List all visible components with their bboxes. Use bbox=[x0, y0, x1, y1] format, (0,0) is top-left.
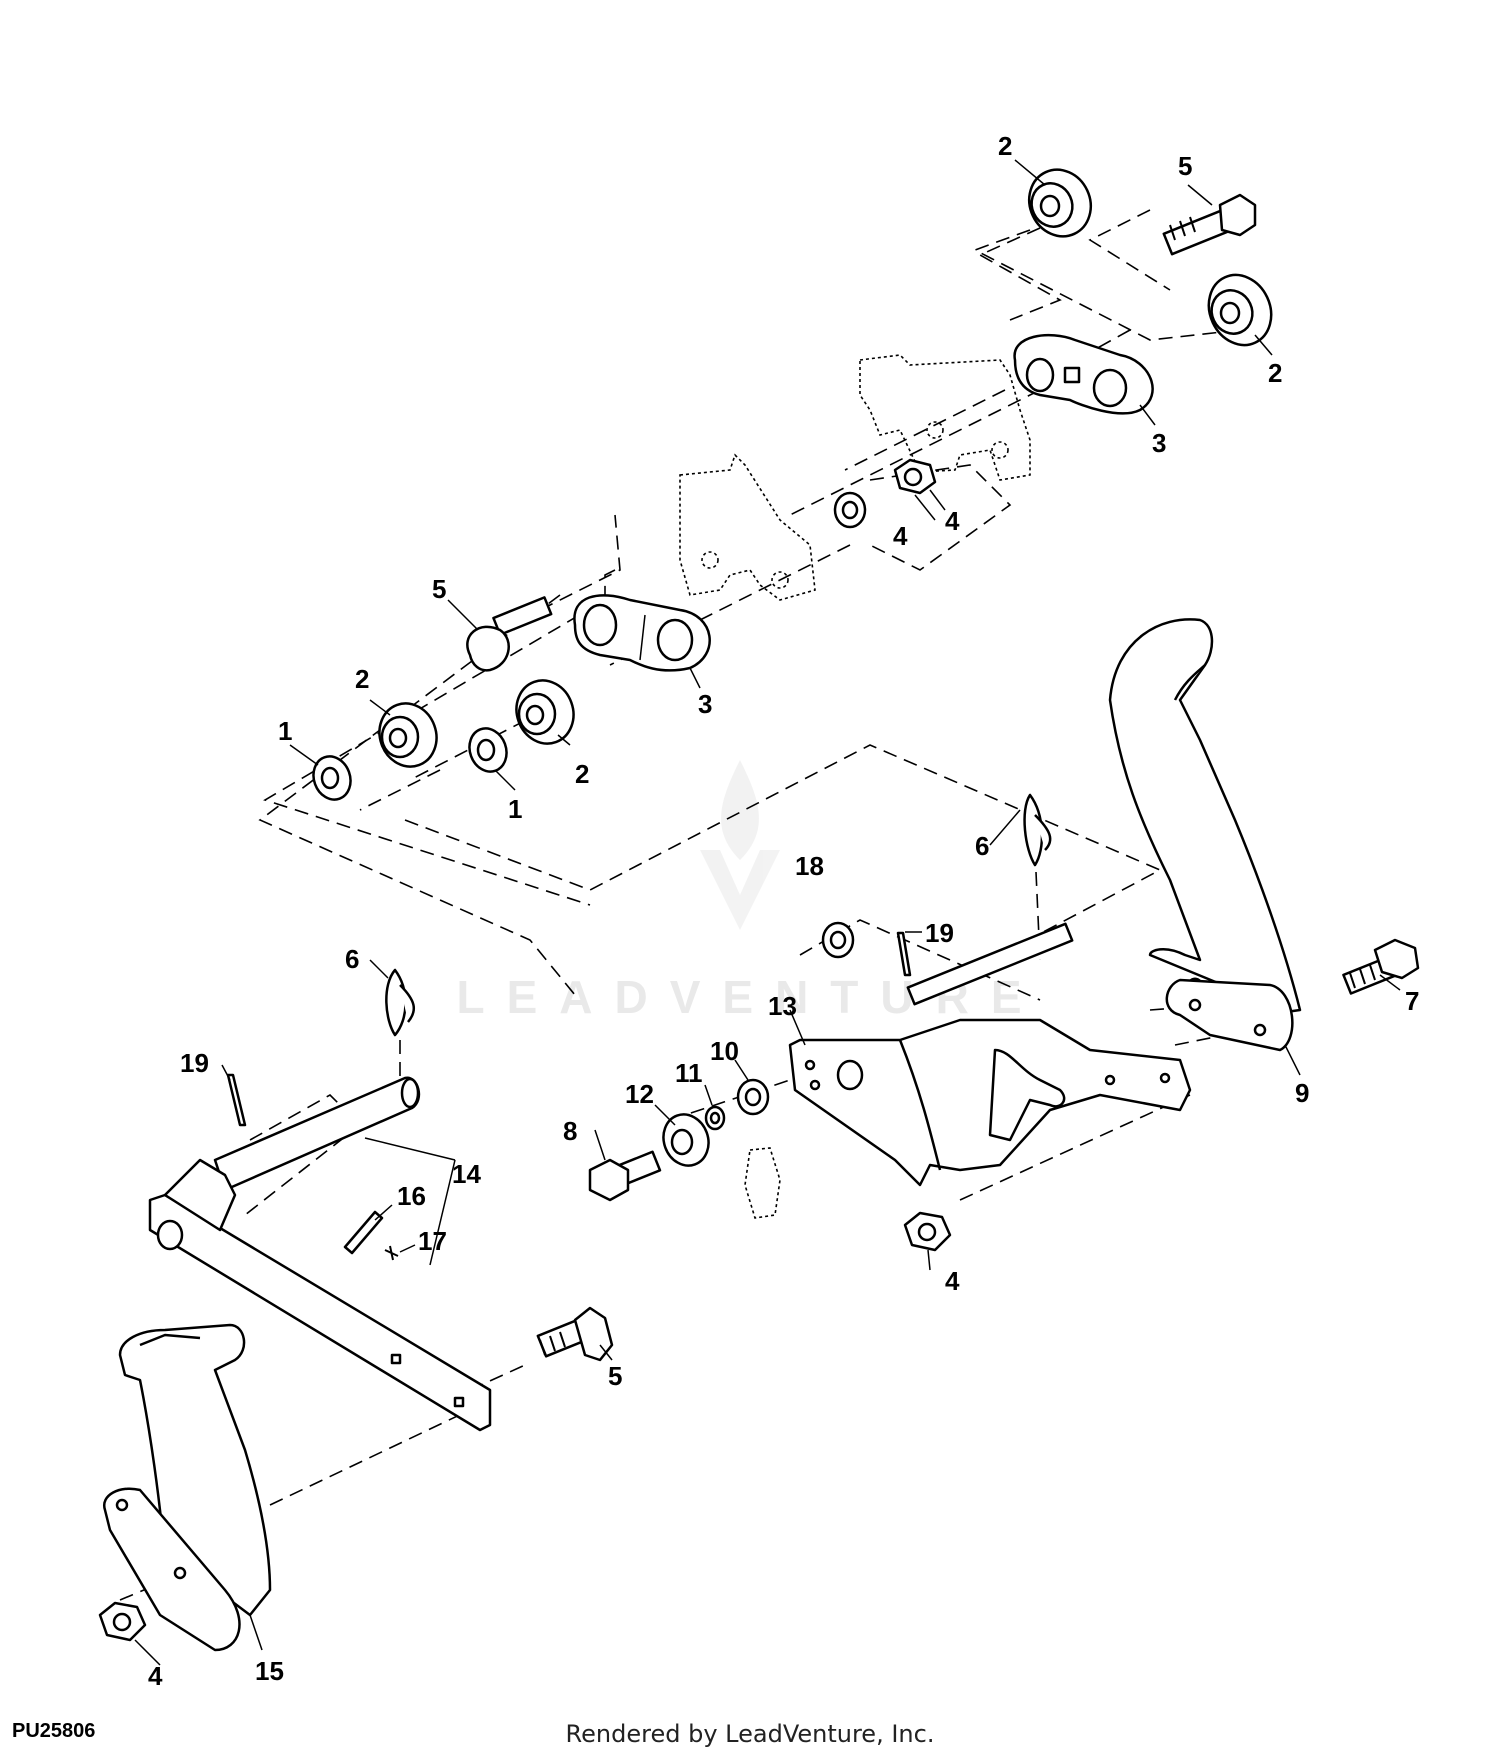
washer-1-a bbox=[312, 755, 352, 801]
callout-13: 13 bbox=[768, 991, 797, 1021]
frame-ghost-lower bbox=[679, 453, 816, 601]
callout-4-middle: 4 bbox=[945, 1266, 960, 1296]
callout-16: 16 bbox=[397, 1181, 426, 1211]
callout-5-top: 5 bbox=[1178, 151, 1192, 181]
callout-1-b: 1 bbox=[508, 794, 522, 824]
pedal-ghost bbox=[744, 1147, 781, 1219]
callout-10: 10 bbox=[710, 1036, 739, 1066]
callout-1-a: 1 bbox=[278, 716, 292, 746]
figure-id: PU25806 bbox=[12, 1720, 96, 1742]
bolt-5-middle bbox=[466, 596, 553, 672]
callout-19-left: 19 bbox=[180, 1048, 209, 1078]
callout-6-left: 6 bbox=[345, 944, 359, 974]
callout-12: 12 bbox=[625, 1079, 654, 1109]
bearing-2-top bbox=[1027, 168, 1093, 238]
callout-17: 17 bbox=[418, 1226, 447, 1256]
callout-5-middle: 5 bbox=[432, 574, 446, 604]
callout-19-right: 19 bbox=[925, 918, 954, 948]
pin-6-left bbox=[385, 968, 416, 1037]
spring-16 bbox=[343, 1210, 384, 1255]
cotter-pin-19-right bbox=[896, 931, 912, 977]
crossbar bbox=[148, 1158, 492, 1432]
nut-4-upper-b bbox=[833, 491, 867, 529]
callout-2-middle-a: 2 bbox=[355, 664, 369, 694]
washer-11 bbox=[704, 1105, 726, 1131]
callout-9: 9 bbox=[1295, 1078, 1309, 1108]
callout-4-upper-b: 4 bbox=[893, 521, 908, 551]
callout-2-top: 2 bbox=[998, 131, 1012, 161]
callout-5-lower: 5 bbox=[608, 1361, 622, 1391]
bolt-7 bbox=[1342, 938, 1420, 995]
frame-ghost-upper bbox=[859, 354, 1031, 481]
rendered-by-credit: Rendered by LeadVenture, Inc. bbox=[565, 1720, 935, 1748]
rod-right bbox=[906, 922, 1074, 1006]
callout-2-middle-b: 2 bbox=[575, 759, 589, 789]
bracket-13 bbox=[788, 1018, 1192, 1187]
callout-4-bottom: 4 bbox=[148, 1661, 163, 1691]
callout-4-upper-a: 4 bbox=[945, 506, 960, 536]
leadventure-logo bbox=[700, 760, 780, 930]
bearing-2-middle-a bbox=[378, 702, 438, 768]
callout-14: 14 bbox=[452, 1159, 481, 1189]
link-3-middle bbox=[573, 594, 711, 672]
callout-15: 15 bbox=[255, 1656, 284, 1686]
link-3-upper bbox=[1013, 333, 1154, 415]
nut-4-bottom bbox=[98, 1601, 147, 1642]
callout-3-upper: 3 bbox=[1152, 428, 1166, 458]
callout-7: 7 bbox=[1405, 986, 1419, 1016]
callout-6-right: 6 bbox=[975, 831, 989, 861]
shaft-14 bbox=[213, 1076, 421, 1192]
pedal-9 bbox=[1108, 618, 1302, 1052]
assembly-lines bbox=[119, 209, 1281, 1601]
callout-3-middle: 3 bbox=[698, 689, 712, 719]
callout-labels: 2 5 2 3 4 4 5 3 2 2 1 1 6 18 19 7 9 13 1… bbox=[148, 131, 1419, 1691]
bearing-2-middle-b bbox=[515, 679, 575, 745]
callout-8: 8 bbox=[563, 1116, 577, 1146]
cotter-pin-19-left bbox=[226, 1073, 247, 1127]
bolt-5-top bbox=[1162, 193, 1257, 256]
bolt-5-lower bbox=[536, 1306, 614, 1362]
bushing-10 bbox=[736, 1078, 770, 1116]
nut-4-upper-a bbox=[893, 458, 937, 495]
nut-18 bbox=[821, 921, 855, 959]
callout-18: 18 bbox=[795, 851, 824, 881]
pedal-15 bbox=[103, 1323, 272, 1652]
bearing-12 bbox=[662, 1113, 710, 1167]
screw-17 bbox=[384, 1245, 399, 1261]
pin-6-right bbox=[1023, 793, 1052, 867]
bearing-2-right bbox=[1207, 273, 1273, 347]
leader-lines bbox=[134, 159, 1401, 1666]
callout-11: 11 bbox=[675, 1058, 703, 1088]
bolt-8 bbox=[588, 1150, 662, 1202]
callout-2-right: 2 bbox=[1268, 358, 1282, 388]
nut-4-middle bbox=[903, 1211, 952, 1252]
